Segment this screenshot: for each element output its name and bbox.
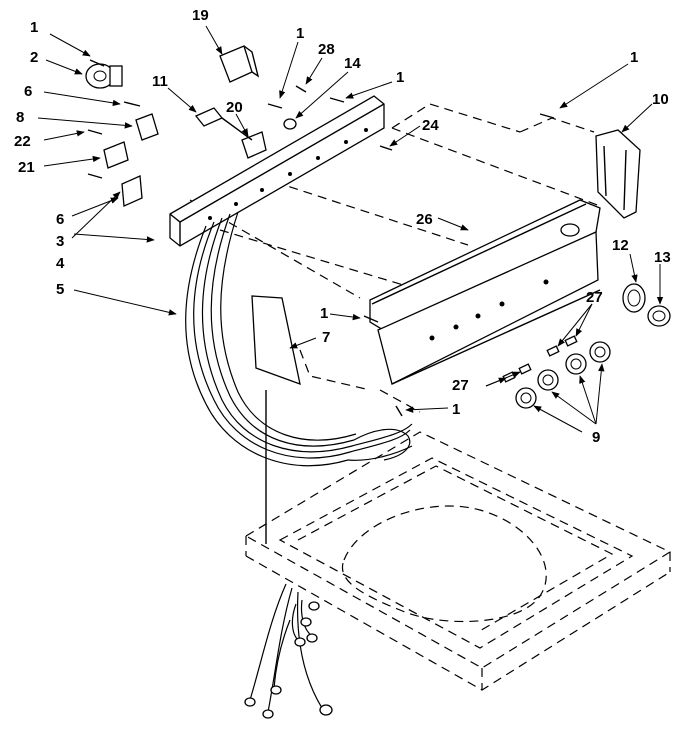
callout-22: 22 [14,133,31,150]
lower-wire-connectors [244,583,333,719]
leader-lines [37,25,664,433]
callout-8: 8 [16,109,24,126]
callout-1-d: 1 [630,49,638,66]
callout-3: 3 [56,233,64,250]
cabinet-top-outline [244,431,672,691]
callout-1-a: 1 [30,19,38,36]
screws [87,59,555,417]
callout-4: 4 [56,255,65,272]
callout-12: 12 [612,237,629,254]
callout-27-a: 27 [586,289,603,306]
callout-19: 19 [192,7,209,24]
callout-20: 20 [226,99,243,116]
callout-9: 9 [592,429,600,446]
shield-plate [251,295,301,386]
callout-labels: 1 2 6 8 22 21 6 3 4 5 19 11 20 1 28 14 1… [14,7,671,446]
wire-harness [185,211,413,544]
callout-6-b: 6 [56,211,64,228]
callout-1-c: 1 [396,69,404,86]
callout-21: 21 [18,159,35,176]
callout-28: 28 [318,41,335,58]
knob-assembly [502,335,611,409]
switch-components [85,45,267,207]
callout-1-b: 1 [296,25,304,42]
callout-13: 13 [654,249,671,266]
callout-1-e: 1 [320,305,328,322]
end-cap [595,129,641,219]
callout-6-a: 6 [24,83,32,100]
callout-7: 7 [322,329,330,346]
callout-27-b: 27 [452,377,469,394]
callout-26: 26 [416,211,433,228]
callout-11: 11 [152,73,168,90]
callout-5: 5 [56,281,64,298]
callout-14: 14 [344,55,361,72]
callout-24: 24 [422,117,439,134]
control-bracket [169,95,385,247]
console-panel [369,199,601,385]
callout-2: 2 [30,49,38,66]
timer-knob [622,283,671,327]
callout-10: 10 [652,91,669,108]
callout-1-f: 1 [452,401,460,418]
